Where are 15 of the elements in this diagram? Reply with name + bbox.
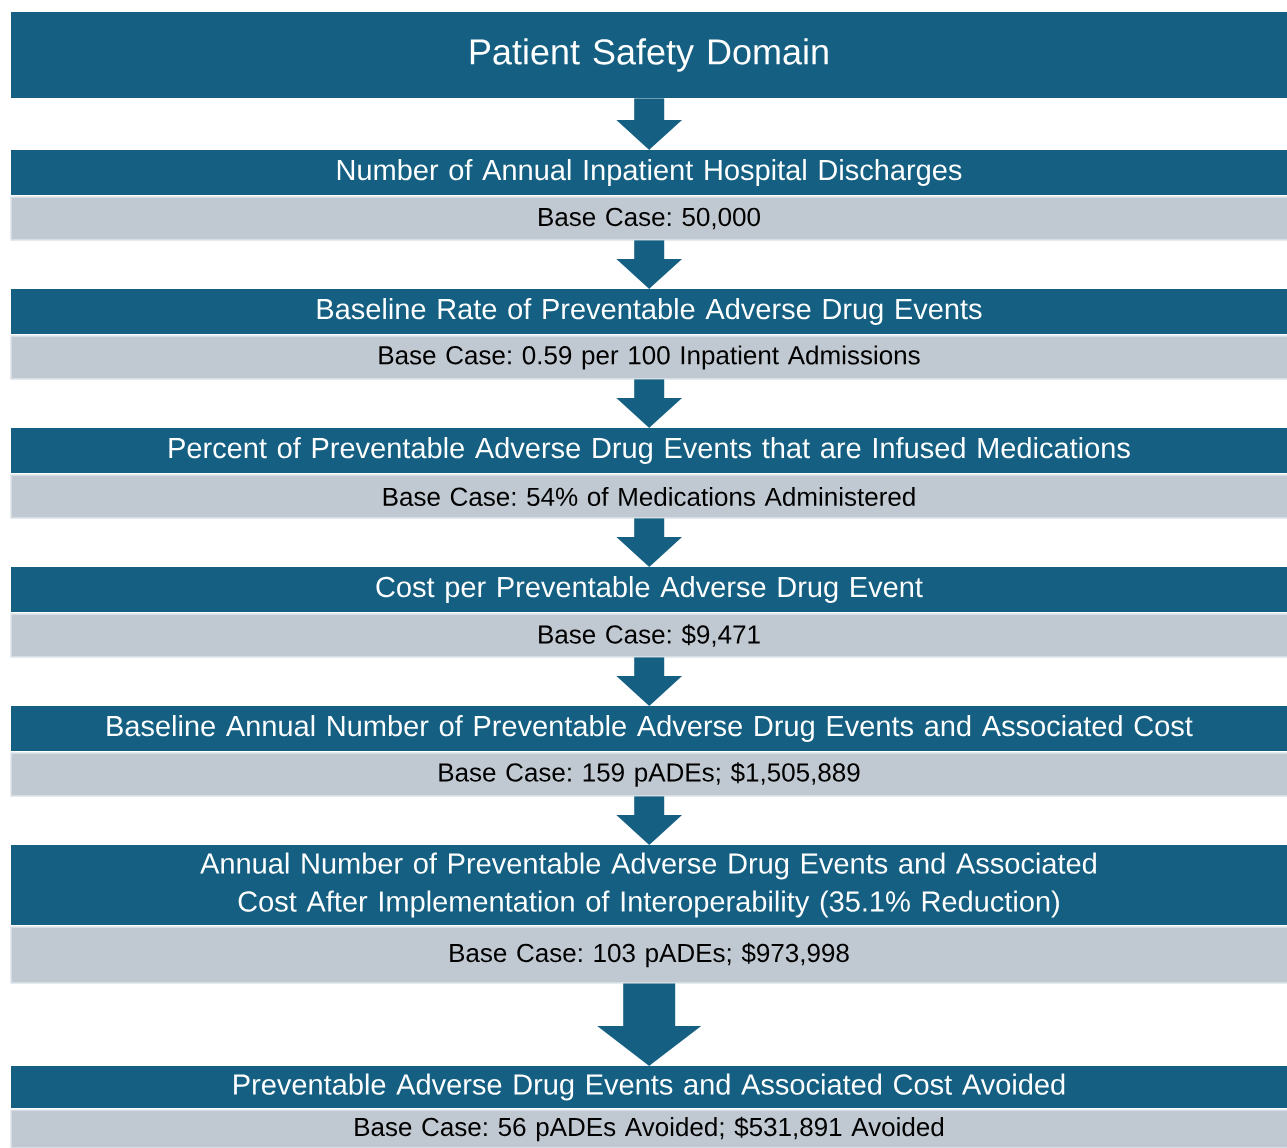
node-label: Base Case: 0.59 per 100 Inpatient Admissions <box>379 345 920 370</box>
step-box: Patient Safety Domain <box>11 12 1287 98</box>
node-label: Base Case: 54% of Medications Administered <box>383 486 915 507</box>
step-box: Cost per Preventable Adverse Drug Event Base Case: $9,471 <box>10 567 1287 658</box>
node-label: Base Case: $9,471 <box>539 624 760 647</box>
step-box: Percent of Preventable Adverse Drug Events that are Infused Medications Base Case: 54% of Medications Administered <box>10 428 1287 519</box>
step-box: Baseline Annual Number of Preventable Adverse Drug Events and Associated Cost Base Case: 159 pADEs; $1,505,889 <box>10 706 1287 797</box>
step-box: Annual Number of Preventable Adverse Drug Events and Associated Cost After Implementation of Interoperability (35.1% Reduction) Base Case: 103 pADEs; $973,998 <box>10 845 1287 984</box>
node-label: Base Case: 56 pADEs Avoided; $531,891 Avoided <box>355 1116 944 1142</box>
step-box: Number of Annual Inpatient Hospital Discharges Base Case: 50,000 <box>10 150 1287 241</box>
step-box: Baseline Rate of Preventable Adverse Drug Events Base Case: 0.59 per 100 Inpatient Admissions <box>10 289 1287 380</box>
node-label: Base Case: 103 pADEs; $973,998 <box>450 942 849 968</box>
node-label: Base Case: 50,000 <box>539 207 760 230</box>
step-box: Preventable Adverse Drug Events and Associated Cost Avoided Base Case: 56 pADEs Avoided; $531,891 Avoided <box>10 1066 1287 1148</box>
node-label: Base Case: 159 pADEs; $1,505,889 <box>439 762 860 787</box>
